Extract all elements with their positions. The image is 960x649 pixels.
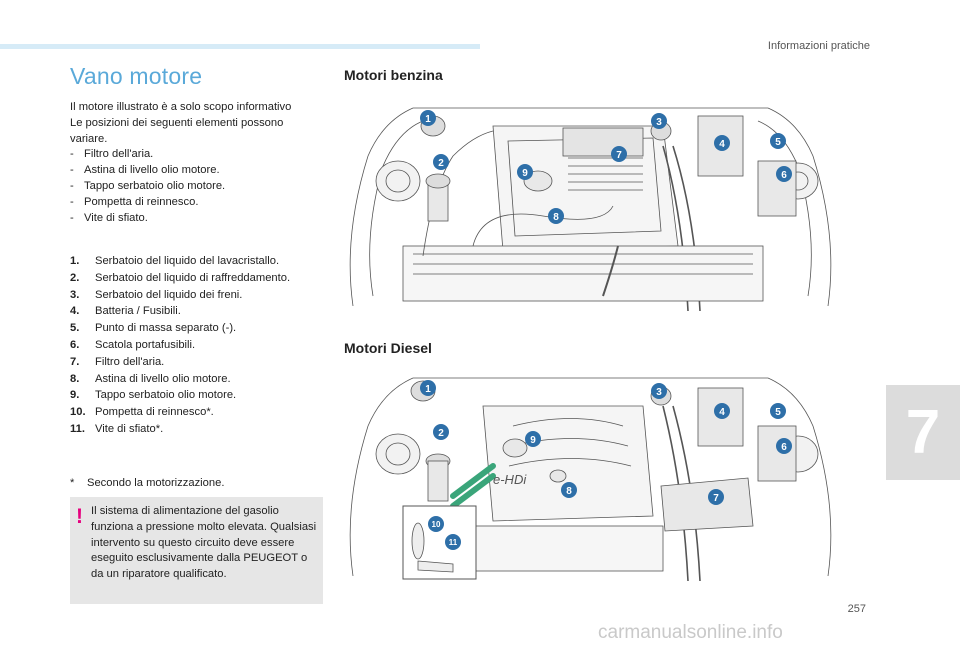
intro-bullet: -Tappo serbatoio olio motore. — [70, 179, 226, 192]
intro-bullet: -Astina di livello olio motore. — [70, 164, 220, 177]
svg-text:2: 2 — [438, 428, 444, 439]
page-number: 257 — [847, 603, 866, 615]
marker-1: 1 — [420, 380, 436, 396]
marker-10: 10 — [428, 516, 444, 532]
svg-text:6: 6 — [781, 170, 787, 181]
marker-9: 9 — [525, 431, 541, 447]
svg-text:1: 1 — [425, 384, 431, 395]
intro-bullet: -Pompetta di reinnesco. — [70, 195, 199, 208]
component-legend: 1.Serbatoio del liquido del lavacristall… — [70, 253, 330, 438]
intro-line: Il motore illustrato è a solo scopo info… — [70, 101, 292, 113]
legend-item: 8.Astina di livello olio motore. — [70, 372, 231, 385]
svg-text:6: 6 — [781, 442, 787, 453]
marker-6: 6 — [776, 438, 792, 454]
legend-item: 7.Filtro dell'aria. — [70, 355, 165, 368]
fuel-line-highlight — [450, 463, 496, 509]
marker-4: 4 — [714, 135, 730, 151]
marker-6: 6 — [776, 166, 792, 182]
svg-text:7: 7 — [713, 493, 719, 504]
marker-2: 2 — [433, 154, 449, 170]
svg-text:11: 11 — [449, 538, 458, 547]
marker-3: 3 — [651, 113, 667, 129]
svg-text:10: 10 — [432, 520, 441, 529]
legend-item: 10.Pompetta di reinnesco*. — [70, 406, 214, 419]
ehdi-logo: e-HDi — [493, 472, 527, 487]
warning-text: Il sistema di alimentazione del gasolio … — [91, 505, 317, 581]
svg-text:7: 7 — [616, 150, 622, 161]
top-accent-bar — [0, 44, 480, 49]
svg-text:8: 8 — [566, 486, 572, 497]
svg-text:4: 4 — [719, 139, 725, 150]
svg-text:5: 5 — [775, 407, 781, 418]
marker-9: 9 — [517, 164, 533, 180]
svg-text:4: 4 — [719, 407, 725, 418]
marker-7: 7 — [708, 489, 724, 505]
section-title-diesel: Motori Diesel — [344, 340, 432, 356]
legend-item: 1.Serbatoio del liquido del lavacristall… — [70, 255, 280, 267]
marker-8: 8 — [561, 482, 577, 498]
section-title-petrol: Motori benzina — [344, 67, 443, 83]
legend-item: 3.Serbatoio del liquido dei freni. — [70, 288, 243, 301]
page-title: Vano motore — [70, 63, 203, 89]
svg-text:5: 5 — [775, 137, 781, 148]
warning-box: ! Il sistema di alimentazione del gasoli… — [70, 497, 323, 604]
footnote: *Secondo la motorizzazione. — [70, 477, 225, 489]
marker-2: 2 — [433, 424, 449, 440]
legend-item: 11.Vite di sfiato*. — [70, 422, 164, 435]
svg-text:1: 1 — [425, 114, 431, 125]
svg-text:3: 3 — [656, 387, 662, 398]
marker-11: 11 — [445, 534, 461, 550]
warning-icon: ! — [76, 505, 83, 528]
marker-3: 3 — [651, 383, 667, 399]
svg-text:2: 2 — [438, 158, 444, 169]
svg-text:3: 3 — [656, 117, 662, 128]
marker-1: 1 — [420, 110, 436, 126]
petrol-engine-diagram: 1 2 3 4 5 6 7 8 9 — [349, 107, 832, 312]
svg-text:9: 9 — [522, 168, 528, 179]
diesel-markers: 1 2 3 4 5 6 7 8 9 10 11 — [420, 380, 792, 550]
legend-item: 5.Punto di massa separato (-). — [70, 322, 237, 335]
marker-5: 5 — [770, 403, 786, 419]
legend-item: 6.Scatola portafusibili. — [70, 338, 196, 351]
intro-text: Il motore illustrato è a solo scopo info… — [70, 100, 330, 226]
marker-7: 7 — [611, 146, 627, 162]
legend-item: 2.Serbatoio del liquido di raffreddament… — [70, 271, 291, 284]
legend-item: 9.Tappo serbatoio olio motore. — [70, 389, 237, 402]
svg-text:8: 8 — [553, 212, 559, 223]
marker-8: 8 — [548, 208, 564, 224]
marker-4: 4 — [714, 403, 730, 419]
diesel-engine-diagram: e-HDi 1 2 3 4 5 6 7 8 9 10 11 — [349, 377, 832, 582]
intro-bullet: -Filtro dell'aria. — [70, 148, 154, 161]
intro-line: variare. — [70, 132, 108, 145]
petrol-markers: 1 2 3 4 5 6 7 8 9 — [420, 110, 792, 224]
marker-5: 5 — [770, 133, 786, 149]
intro-bullet: -Vite di sfiato. — [70, 211, 148, 224]
watermark: carmanualsonline.info — [598, 622, 783, 643]
running-header: Informazioni pratiche — [767, 40, 870, 52]
intro-line: Le posizioni dei seguenti elementi posso… — [70, 116, 284, 129]
legend-item: 4.Batteria / Fusibili. — [70, 305, 181, 318]
chapter-tab: 7 — [886, 385, 960, 480]
svg-text:9: 9 — [530, 435, 536, 446]
